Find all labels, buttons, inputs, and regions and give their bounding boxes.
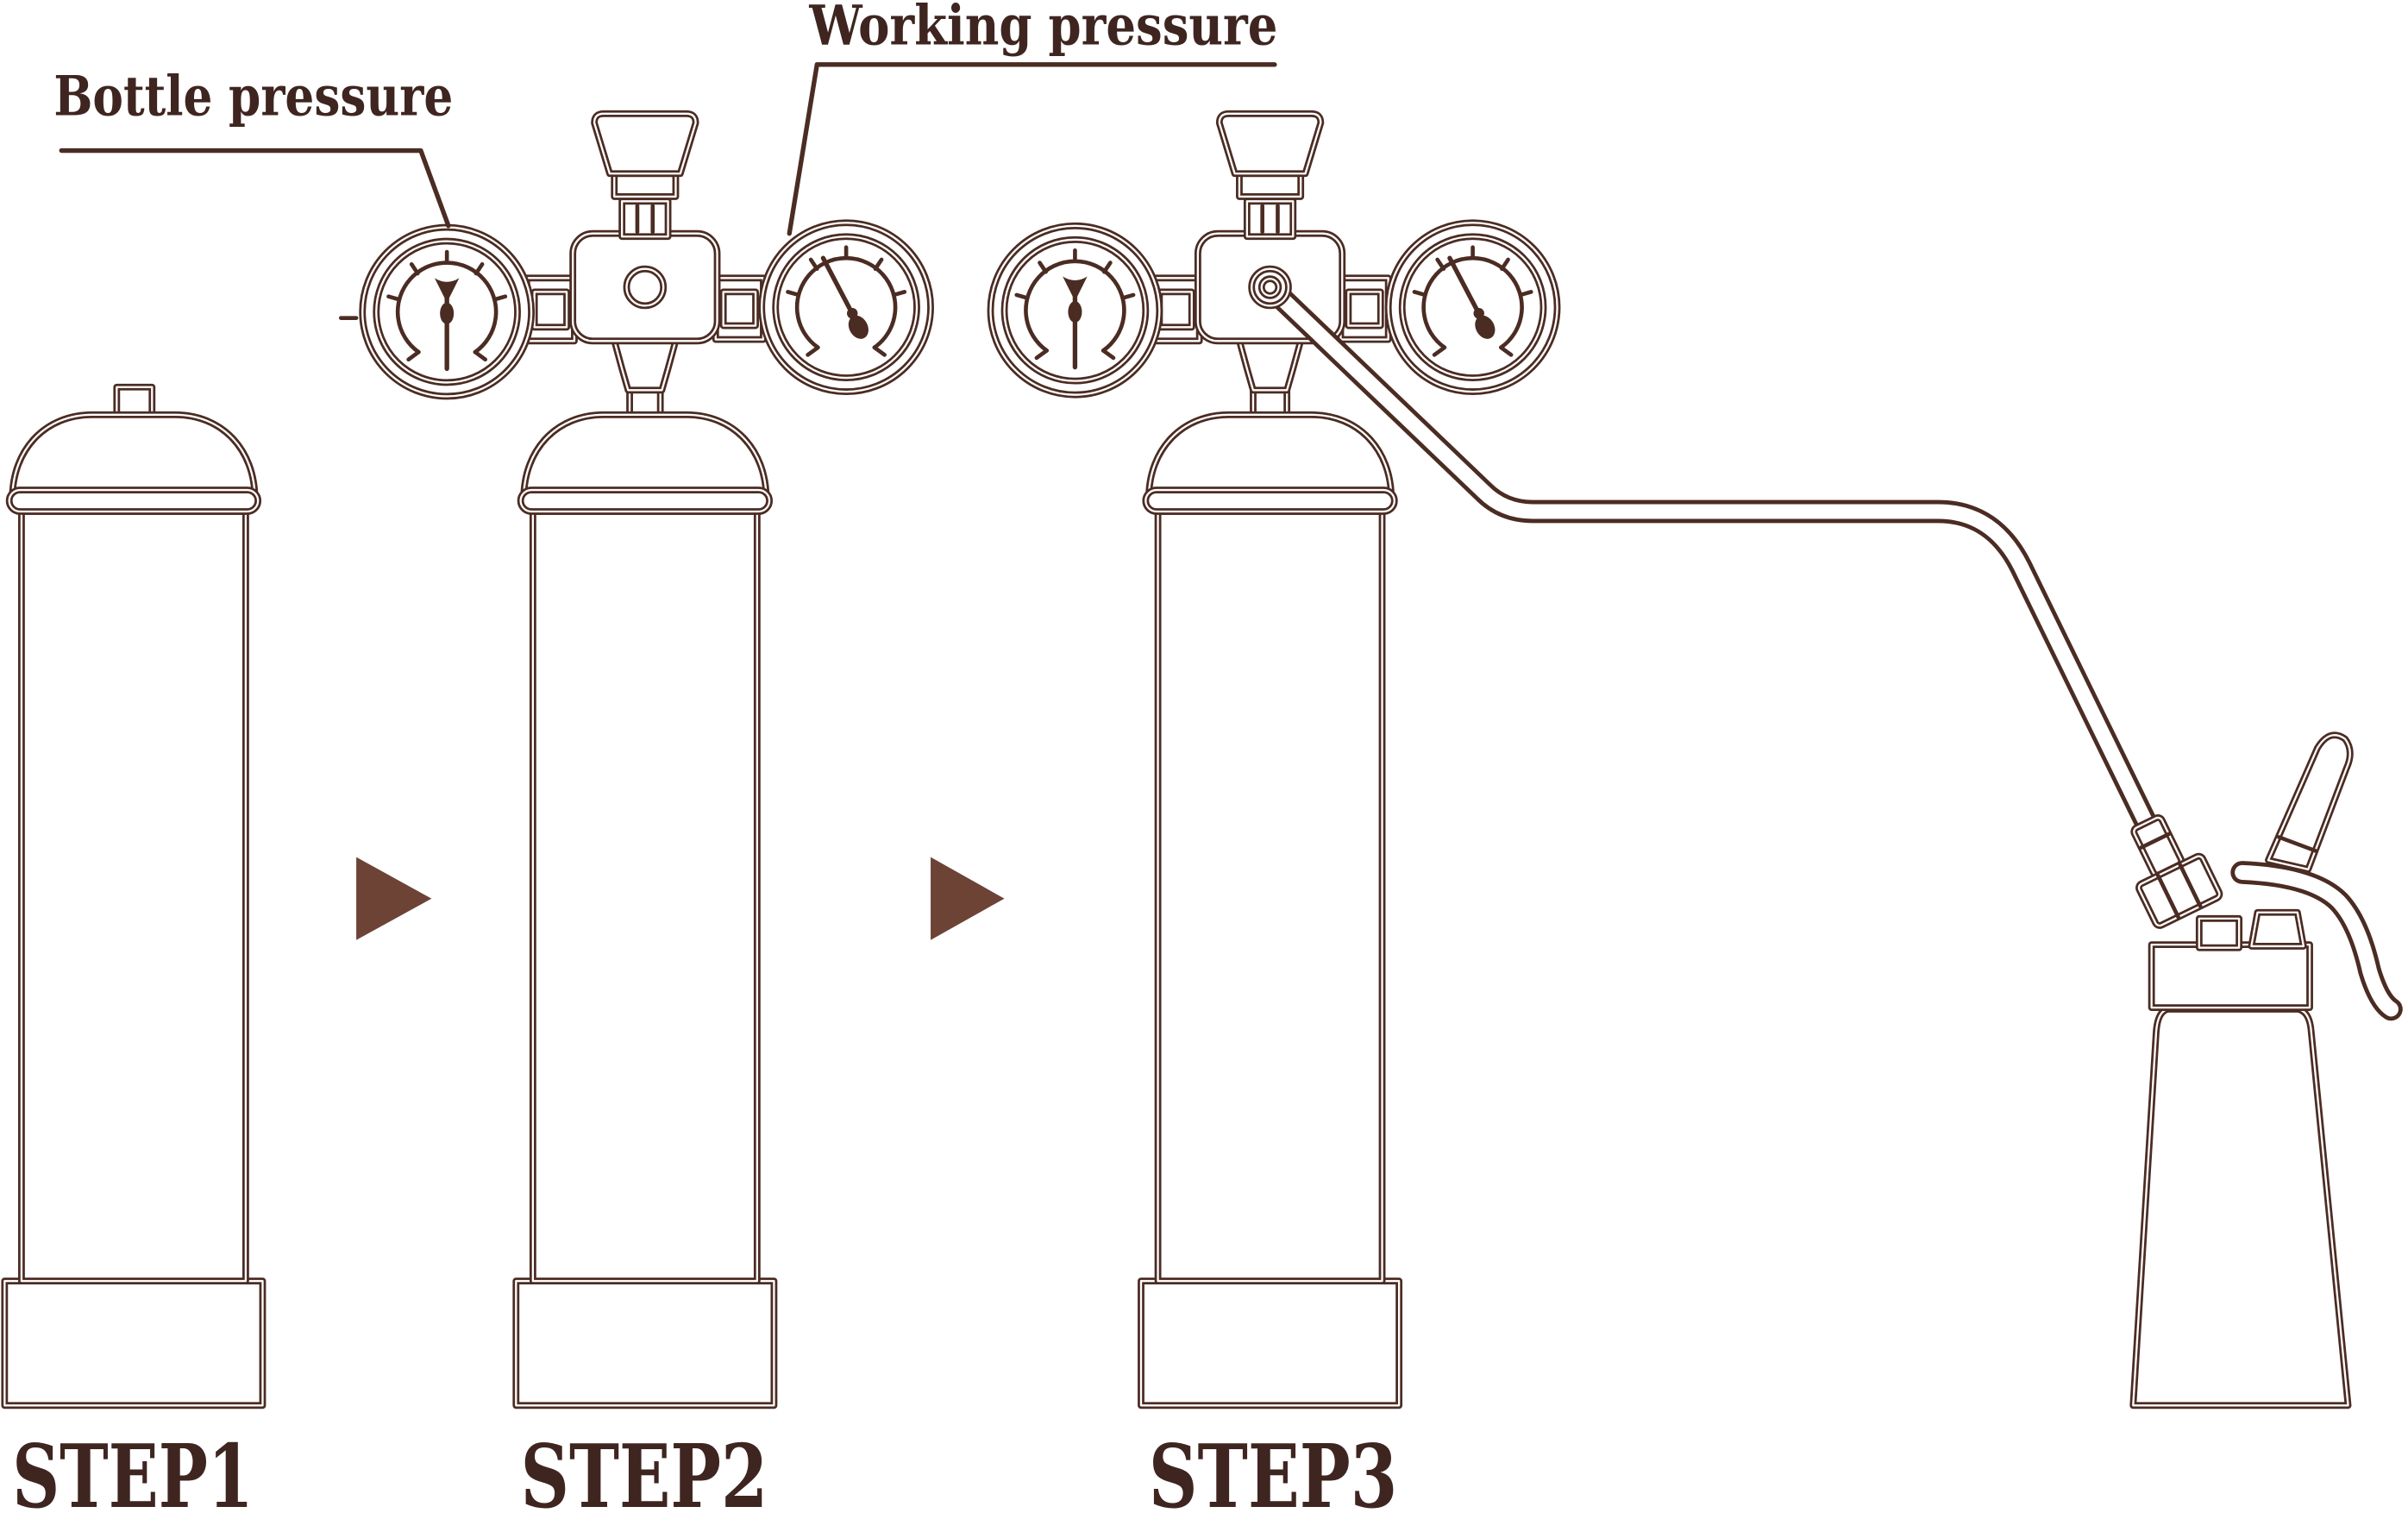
- cylinder-body: [1154, 508, 1386, 1284]
- step3-cylinder: [1138, 383, 1403, 1409]
- hose-coupling-nut-body-inner-line: [2137, 855, 2221, 927]
- cream-dispenser: [2129, 731, 2403, 1409]
- regulator-stem-nut-inner-line: [620, 200, 669, 238]
- right-connector-nut: [1345, 288, 1384, 330]
- step-label-1: STEP1: [12, 1425, 254, 1513]
- regulator-stem-nut-inner-line: [1245, 200, 1295, 238]
- gauge-bezel-inner-line: [989, 224, 1161, 396]
- regulator-stem-nut: [1243, 198, 1297, 241]
- dispenser-nozzle-ring: [2277, 835, 2318, 853]
- working-pressure-gauge: [758, 219, 934, 396]
- working-pressure-leader-line: [787, 62, 1277, 236]
- regulator-collar: [611, 170, 680, 200]
- stem-nut-flats: [1260, 204, 1280, 235]
- step3-bottle-pressure-gauge: [987, 222, 1163, 399]
- regulator-stem-nut: [618, 198, 672, 241]
- dispenser-valve-stem: [2248, 908, 2307, 950]
- gauge-needle-hub: [1473, 308, 1484, 319]
- gas-hose-inner-line: [1264, 281, 2161, 844]
- bottle-pressure-leader-line: [59, 148, 451, 229]
- gauge-bezel-inner-line: [1387, 222, 1558, 393]
- left-connector-nut: [1156, 288, 1195, 331]
- gauge-needle-hub: [440, 302, 455, 324]
- cylinder-collar-band-inner-line: [1144, 488, 1395, 513]
- cylinder-base: [1, 1278, 267, 1409]
- dispenser-valve-neck-inner-line: [2198, 917, 2241, 949]
- cylinder-body: [18, 508, 249, 1284]
- dispenser-nozzle-inner-line: [2267, 734, 2351, 871]
- gauge-scale-ticks: [386, 249, 508, 362]
- left-connector-nut: [530, 288, 570, 331]
- step-label-3: STEP3: [1149, 1425, 1397, 1513]
- step3-regulator: [1148, 110, 1392, 394]
- gauge-needle-tip: [434, 278, 460, 298]
- right-connector-nut: [719, 288, 759, 330]
- step2-regulator: [523, 110, 767, 394]
- step1-cylinder: [1, 383, 267, 1409]
- gauge-face-inner-line: [1003, 238, 1147, 382]
- regulator-collar: [1236, 170, 1305, 200]
- hose-coupling-nut-flats: [2155, 863, 2203, 920]
- hose-end-fitting-groove: [2139, 832, 2171, 850]
- working-pressure-label: Working pressure: [809, 0, 1278, 59]
- gauge-scale-ticks: [786, 245, 907, 357]
- cylinder-base: [1138, 1278, 1403, 1409]
- gauge-needle-weight: [1475, 315, 1496, 339]
- hose-outlet-fitting-inner-line: [1251, 267, 1290, 307]
- gauge-face-inner-line: [1401, 235, 1545, 380]
- dispenser-bottle-inner-line: [2132, 1008, 2349, 1407]
- gauge-scale-ticks: [1014, 248, 1136, 361]
- right-connector-nut-inner-line: [722, 291, 757, 327]
- gauge-face-inner-line: [375, 240, 519, 384]
- cylinder-body: [529, 508, 761, 1284]
- cylinder-dome-inner-line: [11, 413, 256, 500]
- adjustment-knob-inner-line: [593, 112, 697, 175]
- stem-nut-flats: [635, 204, 655, 235]
- dispenser-bottle: [2129, 1005, 2352, 1409]
- cylinder-dome-inner-line: [1147, 413, 1393, 500]
- adjustment-knob: [1215, 110, 1325, 178]
- dispenser-valve-neck: [2195, 914, 2243, 951]
- gauge-needle-hub: [847, 308, 858, 319]
- dispenser-head: [2148, 941, 2313, 1012]
- dispenser-lever-inner-line: [2235, 864, 2399, 1017]
- bottle-pressure-gauge: [359, 223, 536, 400]
- cylinder-collar-band-inner-line: [8, 488, 260, 513]
- cylinder-dome-inner-line: [523, 413, 768, 500]
- step3-working-pressure-gauge: [1384, 219, 1561, 396]
- step-arrow-2: [931, 857, 1005, 940]
- gauge-needle-tip: [1063, 276, 1088, 297]
- cylinder-collar-band: [1142, 487, 1398, 515]
- cylinder-collar-band: [517, 487, 774, 515]
- cylinder-base: [512, 1278, 778, 1409]
- dispenser-valve-stem-inner-line: [2250, 911, 2305, 948]
- hose-outlet-fitting-core-inner-line: [1260, 278, 1280, 297]
- regulator-port-inner-line: [625, 267, 665, 307]
- gauge-needle-weight: [848, 315, 869, 339]
- step2-cylinder: [512, 383, 778, 1409]
- gauge-bezel-inner-line: [761, 222, 932, 393]
- gauge-needle-hub: [1068, 301, 1082, 323]
- adjustment-knob-inner-line: [1218, 112, 1322, 175]
- step-arrow-1: [356, 857, 432, 940]
- cylinder-collar-band-inner-line: [519, 488, 771, 513]
- hose-coupling-nut: [2135, 852, 2223, 929]
- cylinder-collar-band: [5, 487, 262, 515]
- step-label-2: STEP2: [521, 1425, 768, 1513]
- bottle-pressure-label: Bottle pressure: [53, 65, 453, 129]
- adjustment-knob: [591, 110, 699, 178]
- gauge-face-inner-line: [774, 235, 919, 380]
- gauge-scale-ticks: [1412, 245, 1533, 357]
- right-connector-nut-inner-line: [1347, 291, 1382, 327]
